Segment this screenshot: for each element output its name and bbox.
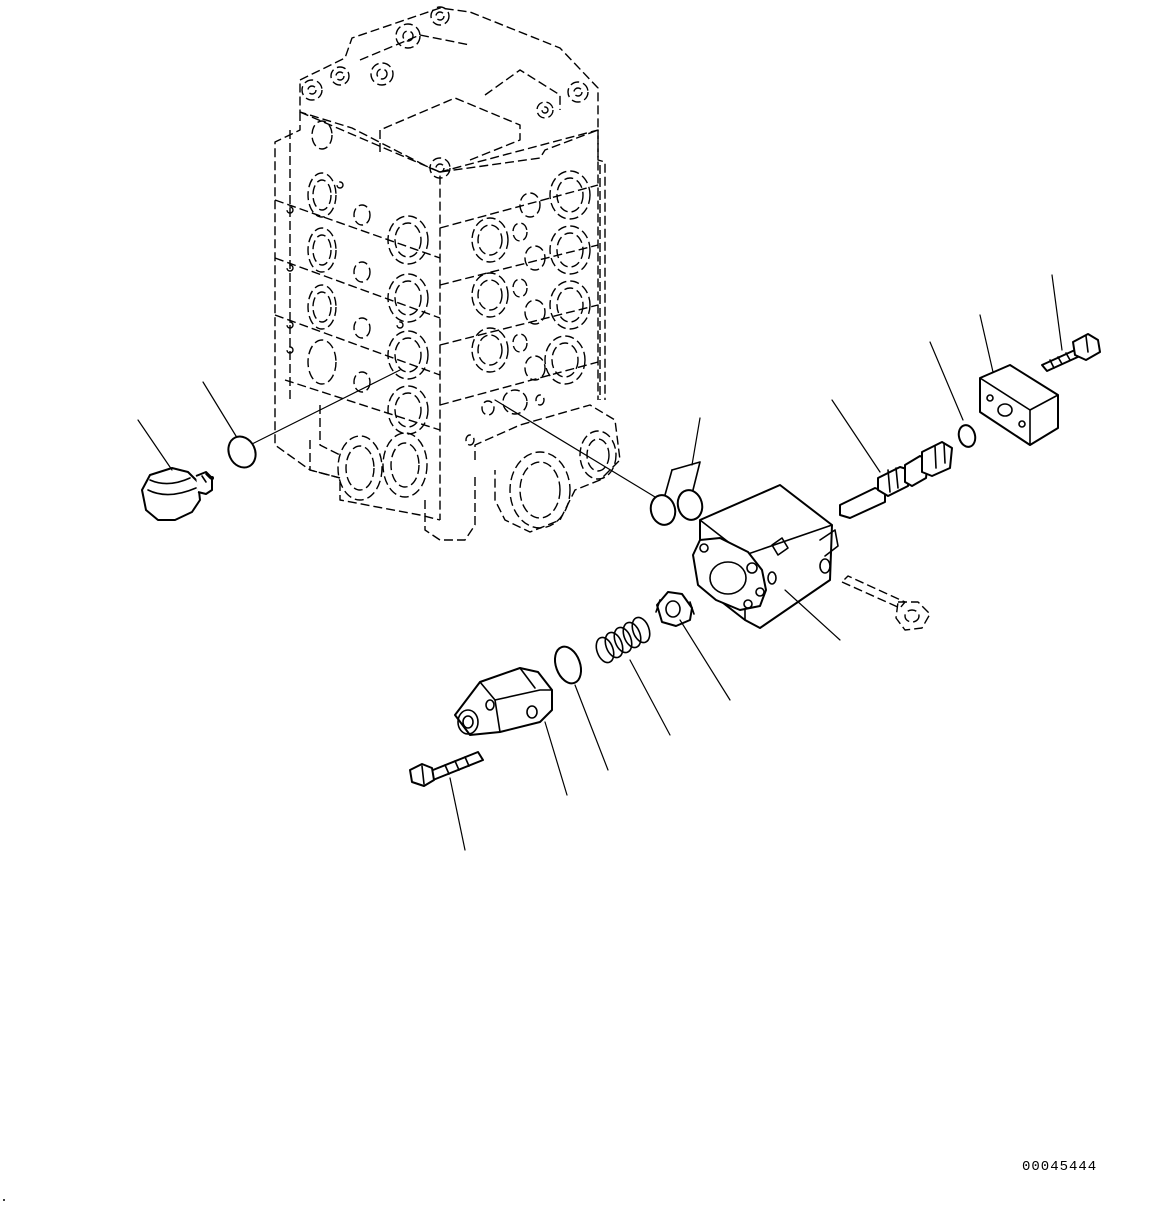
o-ring-small [957,424,977,448]
drawing-number: 00045444 [1022,1159,1098,1175]
spring-cap [454,667,553,736]
bolt-lower-left [409,751,484,787]
control-valve-body [274,6,621,541]
spring [595,616,651,664]
spool [839,441,953,519]
bolt-upper-right [1041,333,1101,372]
o-ring-lower [553,645,583,685]
o-ring-left [227,435,257,469]
assembly-center-lines [249,369,661,501]
o-ring-pair [649,461,704,526]
corner-mark [3,1199,5,1201]
cover-plate [979,364,1059,446]
bolt-hidden [841,575,931,631]
valve-block [692,484,839,629]
seat-washer [655,591,695,627]
leader-lines [137,274,1063,851]
pressure-switch [141,467,214,521]
